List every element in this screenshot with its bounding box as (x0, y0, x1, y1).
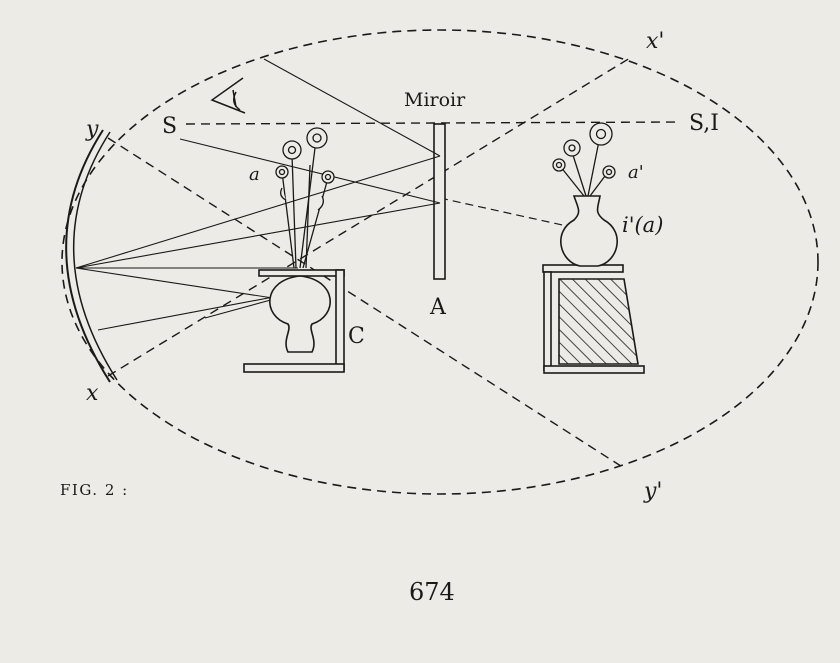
label-c: C (348, 324, 365, 349)
label-si: S,I (689, 111, 719, 136)
label-mirror: Miroir (404, 89, 466, 111)
label-s: S (162, 114, 177, 139)
figure-caption: FIG. 2 : (60, 481, 129, 499)
page-number: 674 (409, 578, 455, 606)
spherical-mirror-inner (72, 131, 118, 381)
label-x: x (86, 381, 99, 406)
light-rays (75, 58, 441, 331)
image-vase (560, 195, 618, 267)
label-plane-mirror-a: A (429, 295, 447, 320)
dashed-line-y-y-prime (107, 137, 625, 469)
dashed-line-s-si (185, 121, 681, 125)
right-stand (542, 264, 645, 374)
label-x-prime: x' (646, 29, 664, 54)
spherical-mirror (65, 129, 111, 383)
label-a: a (249, 164, 260, 185)
eye-icon (210, 77, 246, 114)
label-ia: i'(a) (622, 213, 663, 237)
real-bouquet (275, 127, 335, 269)
label-a-prime: a' (628, 162, 644, 183)
real-vase (268, 275, 332, 353)
image-bouquet (552, 122, 616, 197)
support-c (243, 269, 345, 373)
label-y-prime: y' (643, 479, 662, 504)
dashed-ellipse (61, 29, 819, 495)
dashed-line-x-x-prime (107, 57, 631, 377)
label-y: y (85, 117, 99, 142)
